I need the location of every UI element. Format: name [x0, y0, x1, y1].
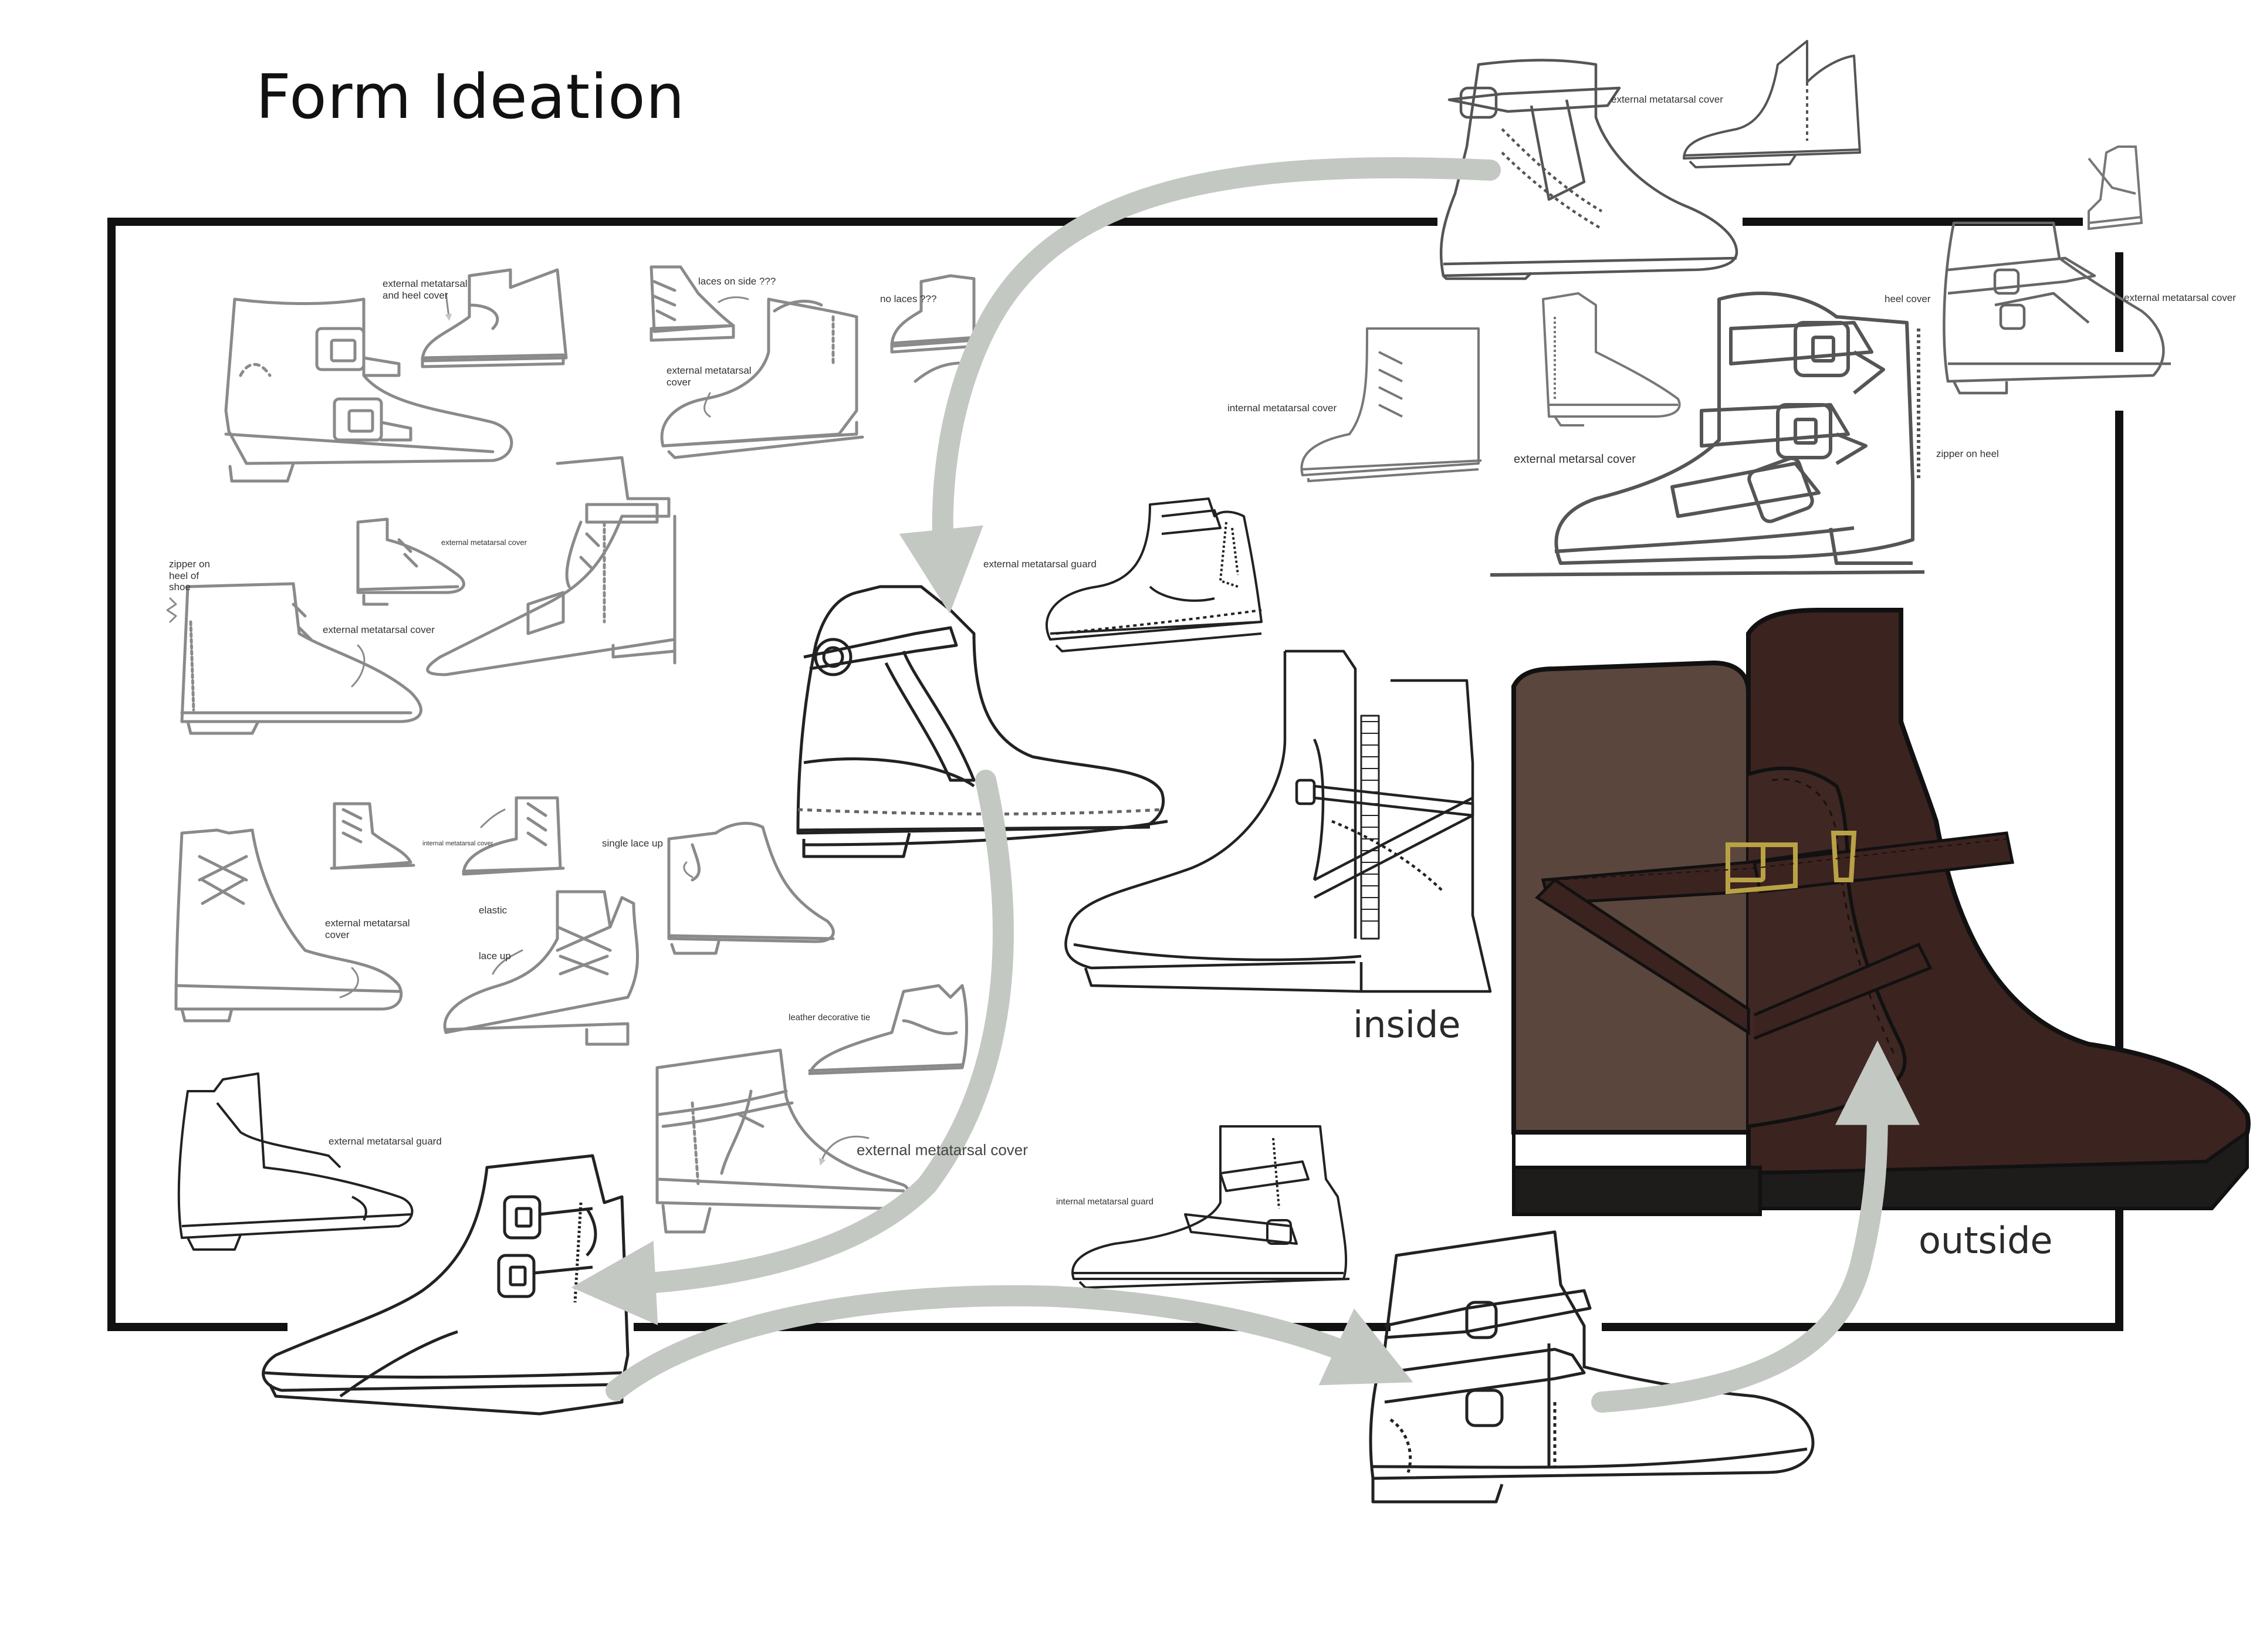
note-zipper-on-heel: zipper on heel — [1936, 448, 1999, 459]
sketch-boot-ext-guard — [177, 1072, 414, 1251]
sketch-boot-buckles — [224, 297, 513, 483]
note-no-laces: no laces ??? — [880, 293, 937, 304]
note-ext-metatarsal-cover-top: external metatarsal cover — [1611, 94, 1723, 105]
note-internal-metatarsal-cover: internal metatarsal cover — [1227, 402, 1337, 414]
note-ext-metatarsal-guard-left: external metatarsal guard — [329, 1136, 442, 1147]
flow-arrow-3 — [605, 1285, 1413, 1401]
flow-arrow-4 — [1591, 1040, 1920, 1413]
sketch-boot-three-buckles — [1490, 292, 1925, 577]
sketch-boot-small-2 — [356, 517, 465, 606]
sketch-boot-elastic — [443, 890, 640, 1046]
board-frame — [107, 218, 2123, 1331]
sketch-boot-lower-left — [262, 1154, 630, 1416]
note-external-metarsal-cover: external metarsal cover — [1514, 453, 1636, 466]
sketch-boot-top-corner — [2088, 145, 2143, 231]
flow-arrow-1 — [899, 157, 1501, 614]
sketch-boot-top-small — [1683, 40, 1861, 168]
note-ext-metatarsal-cover-large: external metatarsal cover — [857, 1141, 1028, 1159]
sketch-boot-no-laces — [890, 274, 979, 354]
sketch-boot-small-3 — [330, 802, 415, 870]
sketch-boot-inside — [1064, 649, 1492, 993]
sketch-boot-small-1 — [421, 268, 568, 368]
sketch-boot-top-buckle — [1439, 59, 1738, 280]
note-single-lace-up: single lace up — [602, 838, 663, 849]
note-ext-metatarsal-guard-center: external metatarsal guard — [983, 558, 1097, 570]
flow-arrow-2 — [571, 770, 1014, 1325]
note-internal-metatarsal-cover-small: internal metatarsal cover — [422, 840, 493, 847]
note-ext-metatarsal-cover-right: external metatarsal cover — [2124, 292, 2236, 303]
sketch-boot-internal-guard — [1071, 1125, 1350, 1289]
sketch-boot-internal-cover — [1300, 292, 1681, 482]
label-outside: outside — [1919, 1219, 2053, 1262]
flow-arrows — [571, 157, 1920, 1413]
page-title: Form Ideation — [256, 61, 685, 133]
sketch-boot-zipper-1 — [660, 297, 864, 459]
note-lace-up: lace up — [479, 950, 511, 962]
sketch-boot-strap — [426, 456, 676, 676]
sketch-boot-center-guard — [1046, 497, 1263, 652]
sketch-boot-small-4 — [462, 796, 565, 876]
sketch-boot-zipper-heel — [180, 582, 422, 735]
note-laces-on-side: laces on side ??? — [698, 276, 776, 287]
note-elastic: elastic — [479, 905, 508, 916]
note-internal-metatarsal-guard: internal metatarsal guard — [1056, 1197, 1153, 1207]
note-ext-metatarsal-cover-b: external metatarsal cover — [441, 538, 527, 547]
sketch-boot-laces-side — [649, 265, 823, 342]
note-heel-cover: heel cover — [1885, 293, 1931, 304]
final-boot-colored — [1511, 608, 2251, 1216]
label-inside: inside — [1353, 1003, 1461, 1046]
note-leather-decorative-tie: leather decorative tie — [789, 1013, 871, 1023]
sketch-boot-heel-cover — [1943, 221, 2171, 395]
sketch-boot-lace-left — [174, 828, 403, 1023]
note-ext-metatarsal-cover-c: external metatarsal cover — [323, 624, 435, 635]
sketch-boot-bottom-center — [1369, 1230, 1815, 1504]
sketch-boot-single-lace — [667, 821, 835, 955]
